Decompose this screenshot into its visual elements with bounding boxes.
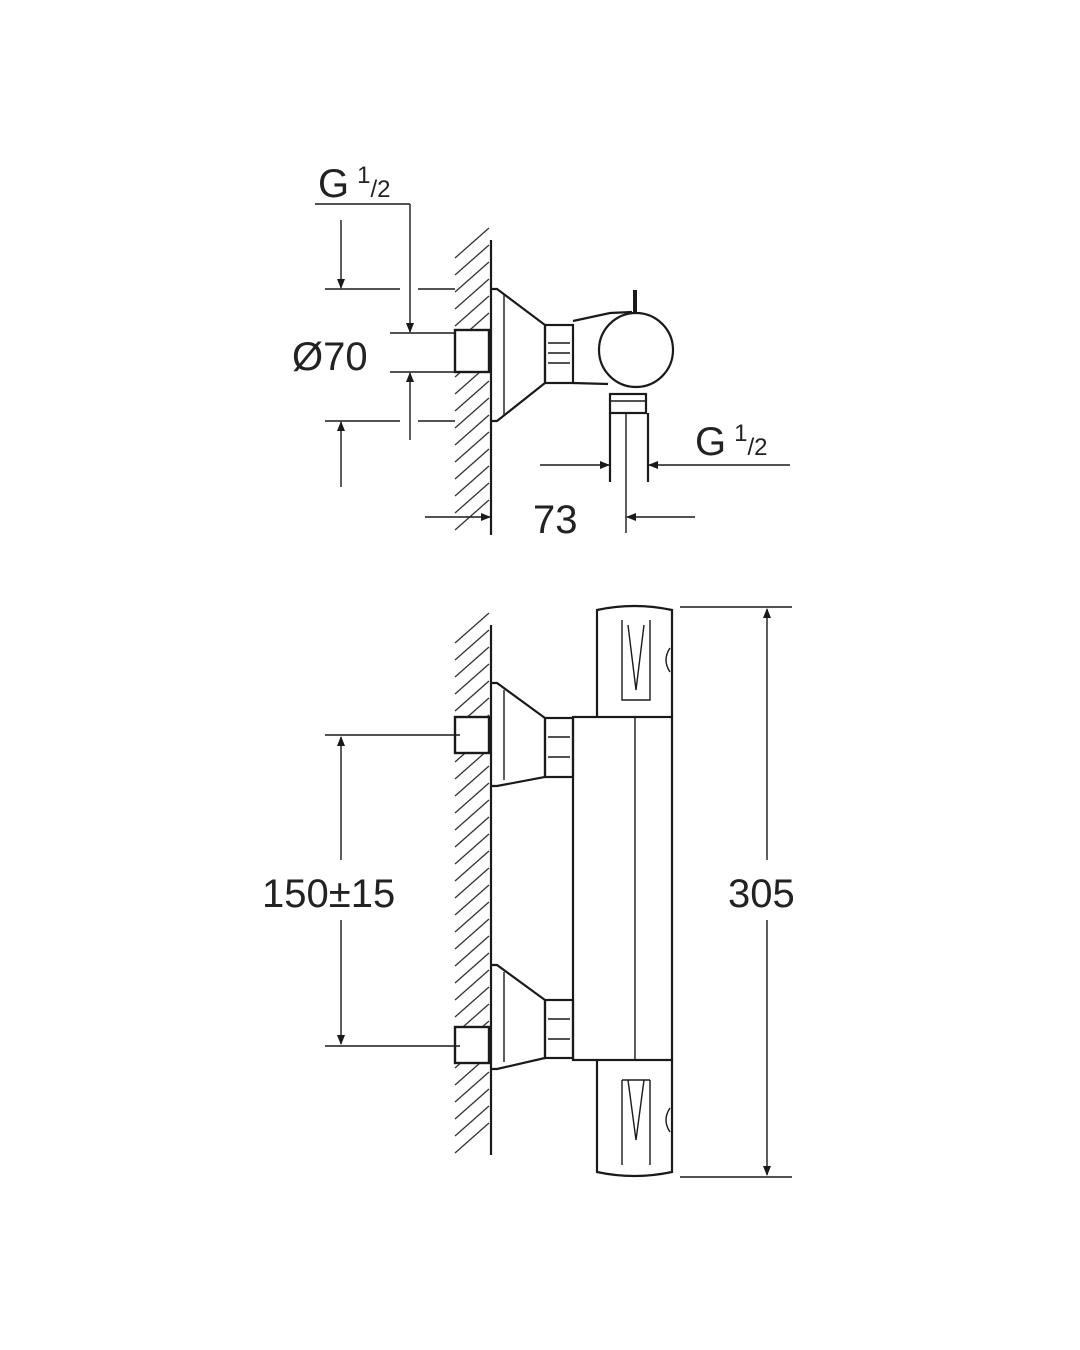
hatch-line [454, 799, 490, 831]
inlet-fitting [453, 328, 491, 374]
projection-label: 73 [533, 498, 578, 542]
hatch-line [454, 782, 490, 814]
lower-escutcheon [491, 963, 547, 1071]
hatch-line [454, 867, 490, 899]
hatch-line [454, 918, 490, 950]
hatch-line [454, 227, 490, 259]
temperature-handle [595, 604, 674, 717]
hatch-line [454, 1071, 490, 1103]
escutcheon [491, 287, 547, 423]
hatch-line [454, 278, 490, 310]
wall-hatch-front [454, 612, 490, 1154]
hatch-line [454, 261, 490, 293]
flow-handle [595, 1060, 674, 1178]
hatch-line [454, 1122, 490, 1154]
hatch-line [454, 884, 490, 916]
nut [543, 323, 575, 385]
hatch-line [454, 1105, 490, 1137]
lower-inlet-fitting [453, 1025, 491, 1065]
upper-escutcheon [491, 681, 547, 788]
hatch-line [454, 629, 490, 661]
hatch-line [454, 380, 490, 412]
hatch-line [454, 952, 490, 984]
hatch-line [454, 448, 490, 480]
hatch-line [454, 414, 490, 446]
body-bracket [572, 310, 633, 386]
hatch-line [454, 1088, 490, 1120]
hatch-line [454, 986, 490, 1018]
hatch-line [454, 465, 490, 497]
lower-nut [543, 998, 575, 1060]
height-label: 305 [728, 872, 795, 916]
hatch-line [454, 646, 490, 678]
outlet-nut [608, 392, 648, 415]
upper-inlet-fitting [453, 715, 491, 755]
hatch-line [454, 850, 490, 882]
hatch-line [454, 680, 490, 712]
wall-hatch-side [454, 227, 490, 531]
hatch-line [454, 935, 490, 967]
hatch-line [454, 969, 490, 1001]
hatch-line [454, 765, 490, 797]
hatch-line [454, 816, 490, 848]
front-view: 150±15 305 [262, 604, 795, 1178]
hatch-line [454, 612, 490, 644]
hatch-line [454, 499, 490, 531]
upper-nut [543, 716, 575, 779]
hatch-line [454, 431, 490, 463]
hatch-line [454, 482, 490, 514]
inlet-spacing-label: 150±15 [262, 872, 395, 916]
hatch-line [454, 901, 490, 933]
hatch-line [454, 397, 490, 429]
diameter-label: Ø70 [292, 335, 368, 379]
hatch-line [454, 244, 490, 276]
hatch-line [454, 295, 490, 327]
thermostat-body [571, 715, 674, 1062]
hatch-line [454, 663, 490, 695]
handle-circle [597, 311, 675, 389]
hatch-line [454, 833, 490, 865]
